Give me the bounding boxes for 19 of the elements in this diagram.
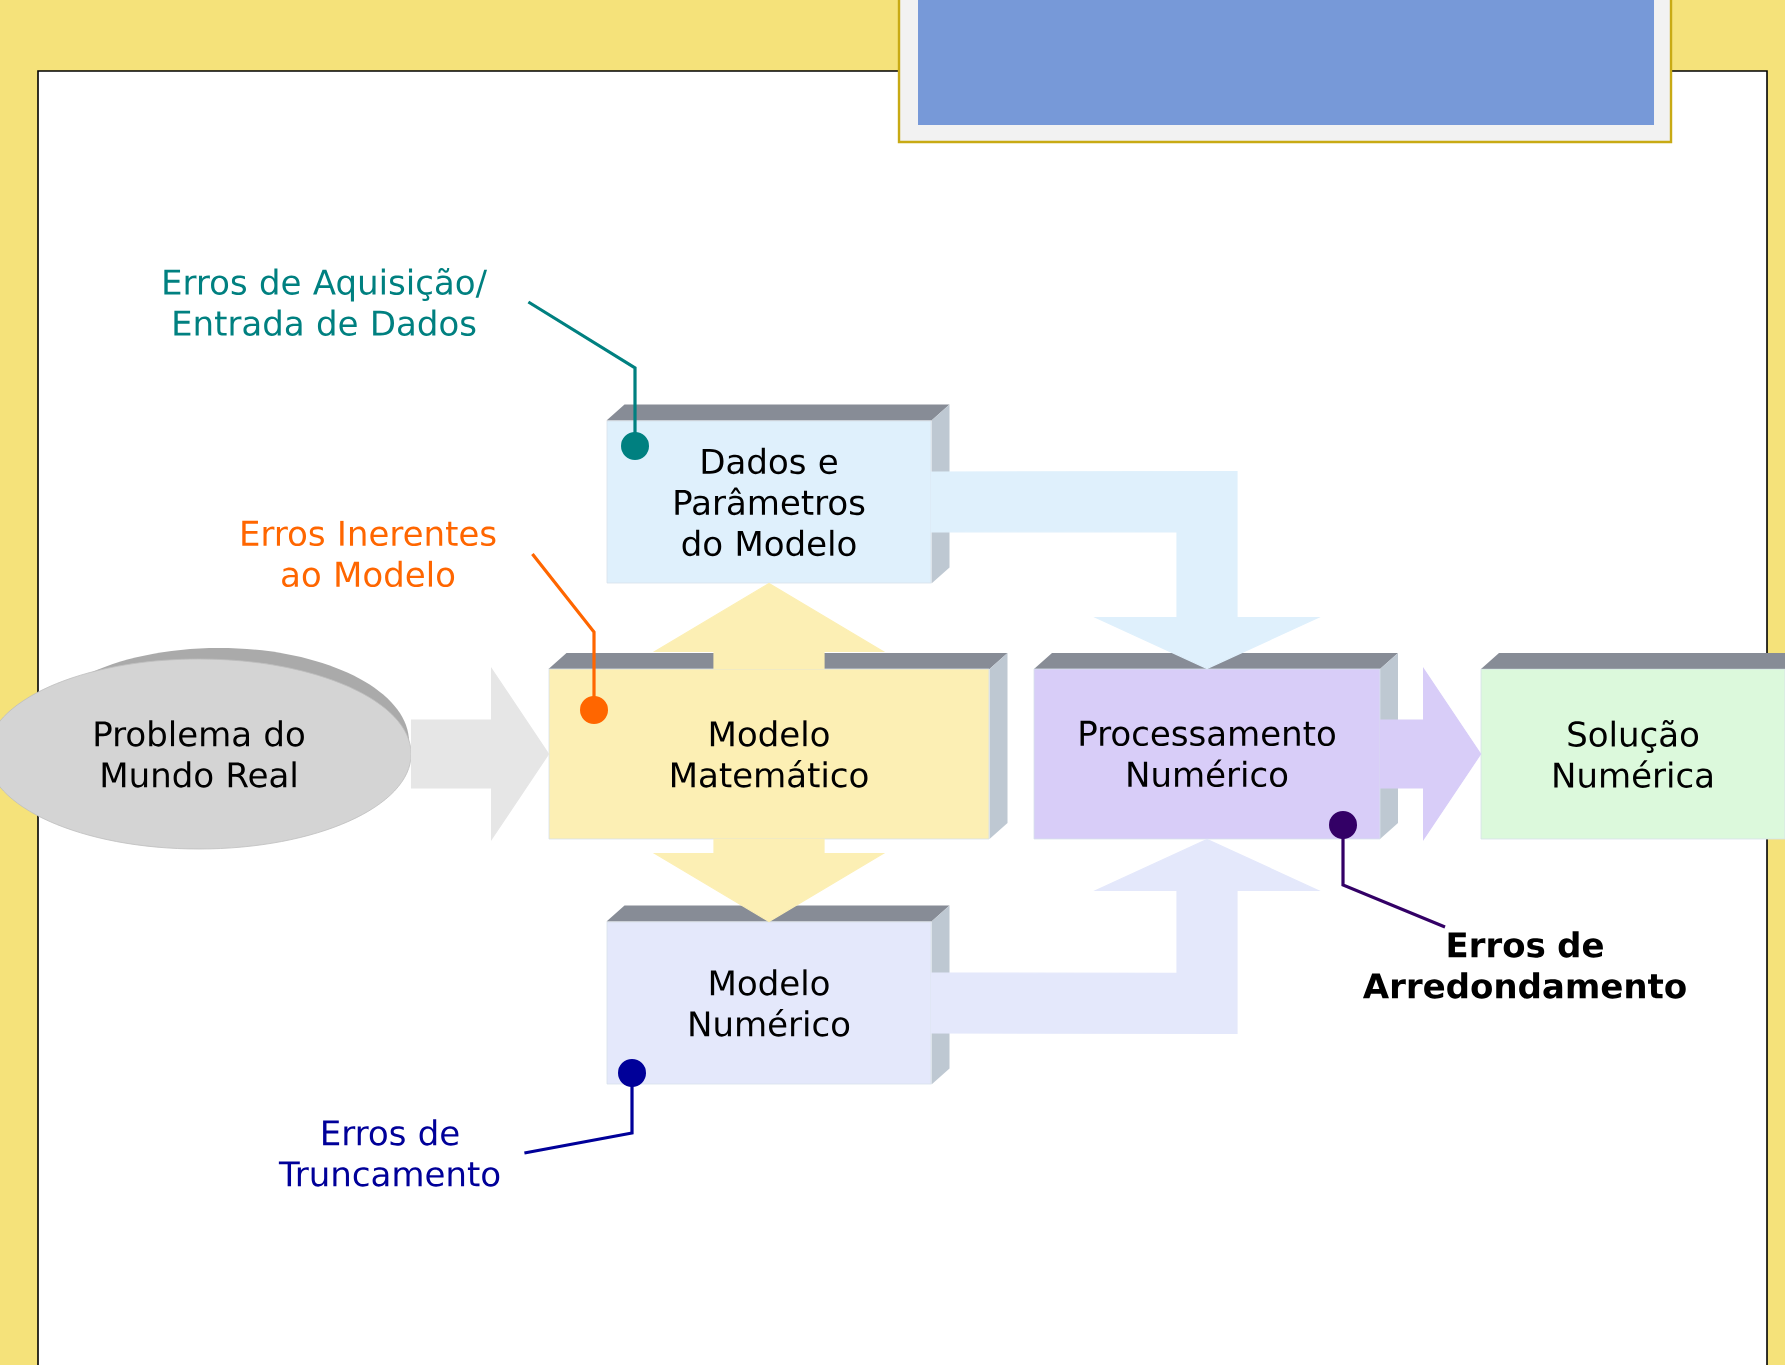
error-label: Erros de Arredondamento: [1362, 931, 1686, 999]
block-arrow: [1379, 667, 1482, 841]
error-label: Erros de Aquisição/ Entrada de Dados: [164, 268, 488, 336]
process-box: Dados e Parâmetros do Modelo: [606, 404, 950, 584]
block-arrow: [930, 471, 1321, 670]
process-box: Modelo Numérico: [606, 905, 950, 1085]
process-box: Solução Numérica: [1480, 653, 1785, 840]
leader-line: [524, 1059, 646, 1155]
error-label: Erros de Truncamento: [278, 1119, 500, 1187]
leader-line: [1329, 811, 1446, 929]
block-arrow: [652, 838, 886, 923]
leader-line: [531, 553, 608, 724]
block-arrow: [930, 838, 1321, 1034]
process-box: Processamento Numérico: [1033, 653, 1398, 840]
leader-line: [527, 300, 649, 460]
error-label: Erros Inerentes ao Modelo: [242, 520, 496, 588]
process-box: Modelo Matemático: [548, 653, 1008, 840]
block-arrow: [652, 582, 886, 670]
block-arrow: [410, 667, 550, 841]
